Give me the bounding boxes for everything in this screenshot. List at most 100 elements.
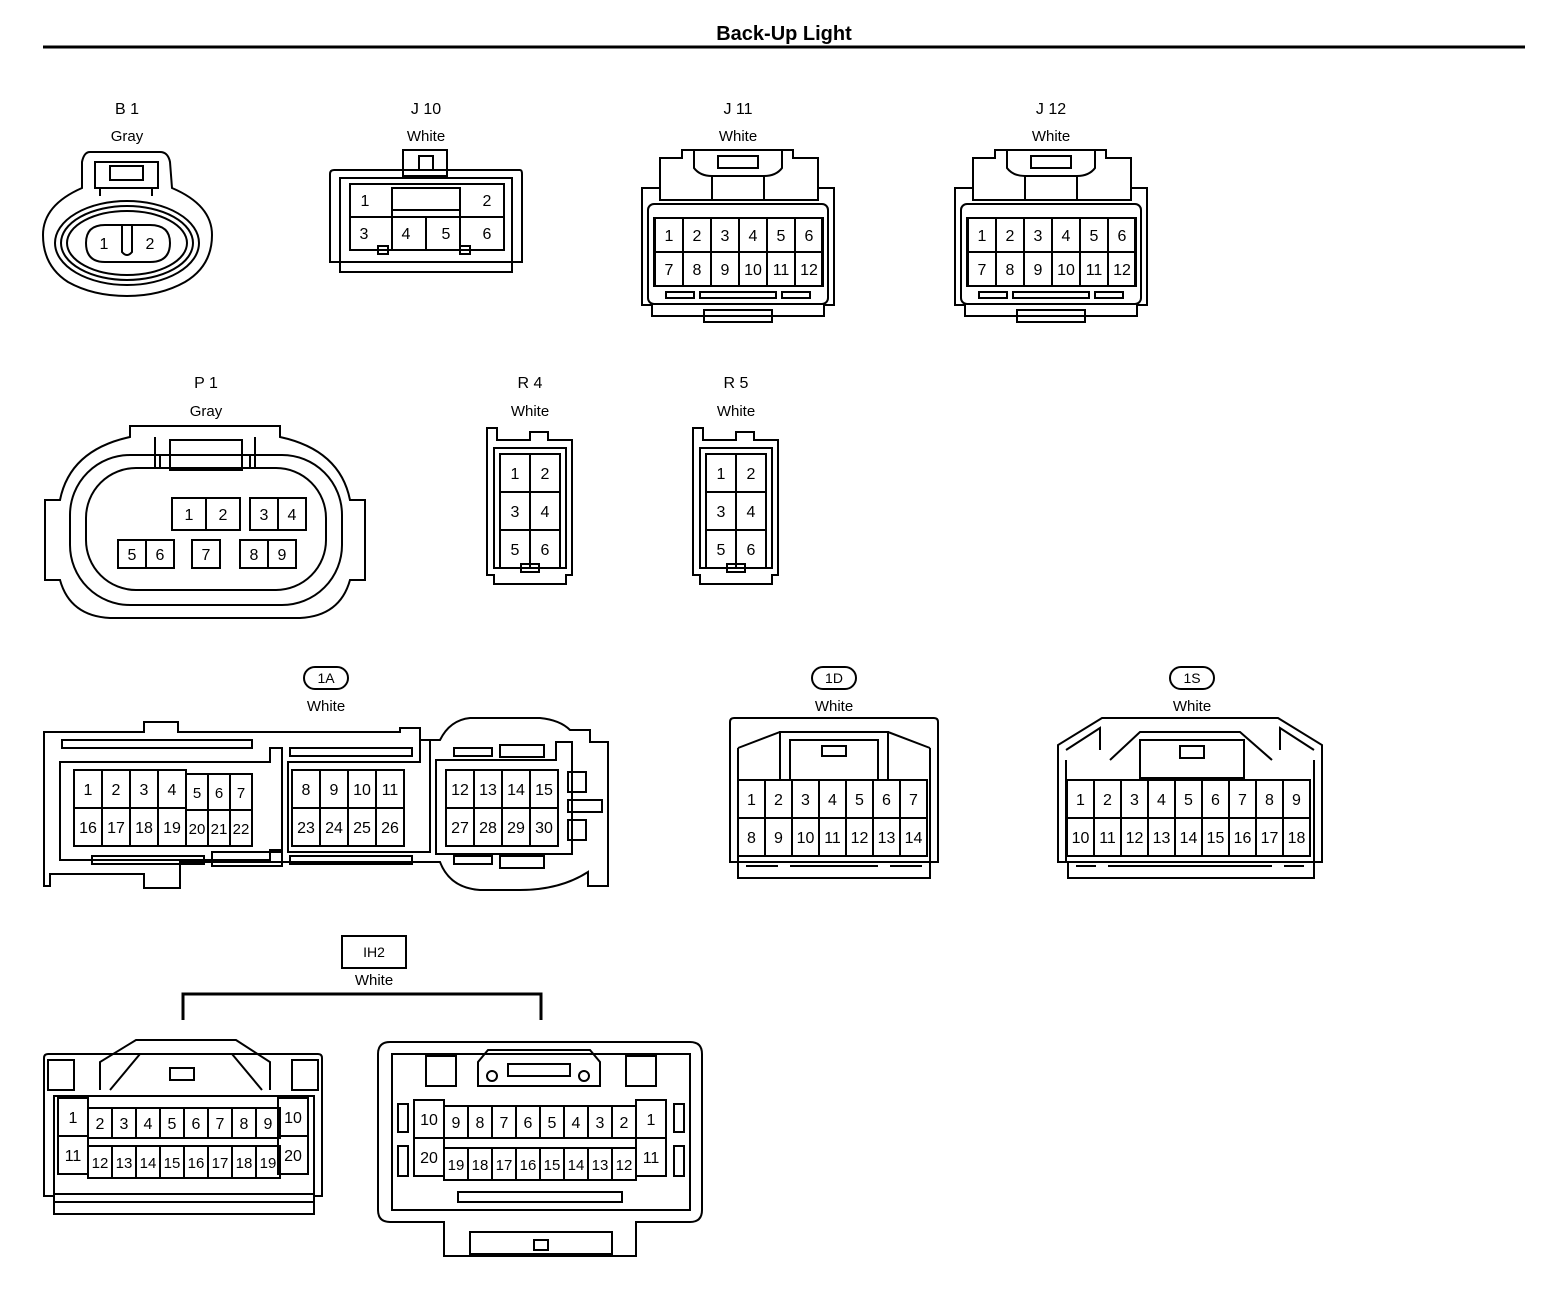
connector-tag bbox=[811, 666, 857, 690]
pin-label: 4 bbox=[402, 226, 411, 243]
connector-name: R 5 bbox=[724, 375, 749, 392]
pin-label: 5 bbox=[1090, 228, 1099, 245]
pin-label: 19 bbox=[260, 1155, 277, 1172]
pin-cavity bbox=[277, 1135, 309, 1175]
pin-label: 9 bbox=[721, 262, 730, 279]
pin-label: 7 bbox=[500, 1115, 509, 1132]
pin-label: 8 bbox=[240, 1116, 249, 1133]
connector-name: IH2 bbox=[363, 944, 385, 960]
pin-label: 1 bbox=[185, 507, 194, 524]
pin-cavity bbox=[255, 1145, 281, 1179]
pin-cavity bbox=[229, 809, 253, 847]
pin-label: 13 bbox=[479, 782, 497, 799]
pin-cavity bbox=[145, 539, 175, 569]
connector-color: Gray bbox=[190, 403, 223, 420]
pin-label: 12 bbox=[616, 1157, 633, 1174]
pin-label: 3 bbox=[260, 507, 269, 524]
pin-label: 17 bbox=[107, 820, 125, 837]
pin-label: 16 bbox=[1234, 830, 1252, 847]
pin-label: 7 bbox=[978, 262, 987, 279]
connector-r4: R 4 White bbox=[486, 375, 573, 585]
pin-label: 2 bbox=[1006, 228, 1015, 245]
connector-housing bbox=[692, 427, 779, 585]
pin-label: 17 bbox=[496, 1157, 513, 1174]
pin-label: 3 bbox=[120, 1116, 129, 1133]
connector-color: White bbox=[511, 403, 549, 420]
pin-label: 2 bbox=[483, 193, 492, 210]
pin-label: 14 bbox=[140, 1155, 157, 1172]
connector-color: White bbox=[717, 403, 755, 420]
connector-tag bbox=[341, 935, 407, 969]
pin-label: 18 bbox=[236, 1155, 253, 1172]
pin-cavity bbox=[191, 539, 221, 569]
pin-label: 15 bbox=[535, 782, 553, 799]
pin-label: 5 bbox=[168, 1116, 177, 1133]
pin-label: 1 bbox=[84, 782, 93, 799]
connector-housing bbox=[41, 151, 214, 298]
pin-label: 2 bbox=[693, 228, 702, 245]
pin-label: 11 bbox=[824, 830, 841, 847]
pin-cavity bbox=[1282, 817, 1311, 857]
pin-label: 7 bbox=[202, 547, 211, 564]
pin-label: 11 bbox=[773, 262, 790, 279]
pin-label: 2 bbox=[747, 466, 756, 483]
pin-label: 10 bbox=[744, 262, 762, 279]
pin-label: 3 bbox=[1130, 792, 1139, 809]
pin-label: 9 bbox=[1034, 262, 1043, 279]
pin-label: 5 bbox=[717, 542, 726, 559]
pin-label: 4 bbox=[1157, 792, 1166, 809]
pin-label: 18 bbox=[472, 1157, 489, 1174]
pin-label: 4 bbox=[828, 792, 837, 809]
connector-housing bbox=[377, 1041, 703, 1257]
pin-cavity bbox=[277, 497, 307, 531]
pin-label: 14 bbox=[905, 830, 923, 847]
pin-label: 12 bbox=[851, 830, 869, 847]
pin-label: 6 bbox=[156, 547, 165, 564]
connector-color: Gray bbox=[111, 128, 144, 145]
pin-label: 6 bbox=[805, 228, 814, 245]
connector-color: White bbox=[815, 698, 853, 715]
pin-label: 6 bbox=[215, 785, 223, 802]
pin-label: 25 bbox=[353, 820, 371, 837]
pin-label: 2 bbox=[96, 1116, 105, 1133]
pin-label: 6 bbox=[747, 542, 756, 559]
pin-label: 13 bbox=[592, 1157, 609, 1174]
pin-label: 20 bbox=[420, 1150, 438, 1167]
pin-cavity bbox=[205, 497, 241, 531]
pin-label: 3 bbox=[717, 504, 726, 521]
connector-housing bbox=[44, 425, 366, 619]
connector-housing bbox=[329, 169, 523, 273]
pin-label: 3 bbox=[596, 1115, 605, 1132]
pin-label: 3 bbox=[511, 504, 520, 521]
pin-label: 15 bbox=[164, 1155, 181, 1172]
pin-label: 12 bbox=[800, 262, 818, 279]
pin-label: 30 bbox=[535, 820, 553, 837]
pin-label: 8 bbox=[1265, 792, 1274, 809]
pin-label: 7 bbox=[237, 785, 245, 802]
pin-label: 12 bbox=[92, 1155, 109, 1172]
pin-label: 26 bbox=[381, 820, 399, 837]
pin-label: 10 bbox=[353, 782, 371, 799]
pin-label: 1 bbox=[1076, 792, 1085, 809]
pin-label: 3 bbox=[1034, 228, 1043, 245]
pin-label: 23 bbox=[297, 820, 315, 837]
pin-label: 10 bbox=[284, 1110, 302, 1127]
connector-j11: J 11 White bbox=[641, 101, 835, 323]
connector-name: J 12 bbox=[1036, 101, 1066, 118]
pin-label: 1 bbox=[717, 466, 726, 483]
pin-label: 13 bbox=[116, 1155, 133, 1172]
connector-color: White bbox=[407, 128, 445, 145]
pin-label: 4 bbox=[572, 1115, 581, 1132]
pin-label: 8 bbox=[747, 830, 756, 847]
pin-label: 1 bbox=[100, 236, 109, 253]
pin-label: 6 bbox=[882, 792, 891, 809]
pin-label: 6 bbox=[541, 542, 550, 559]
pin-label: 1 bbox=[511, 466, 520, 483]
pin-label: 9 bbox=[264, 1116, 273, 1133]
pin-label: 9 bbox=[452, 1115, 461, 1132]
pin-label: 10 bbox=[1072, 830, 1090, 847]
pin-cavity bbox=[794, 251, 824, 287]
pin-label: 2 bbox=[112, 782, 121, 799]
connector-color: White bbox=[355, 972, 393, 989]
pin-label: 14 bbox=[568, 1157, 585, 1174]
